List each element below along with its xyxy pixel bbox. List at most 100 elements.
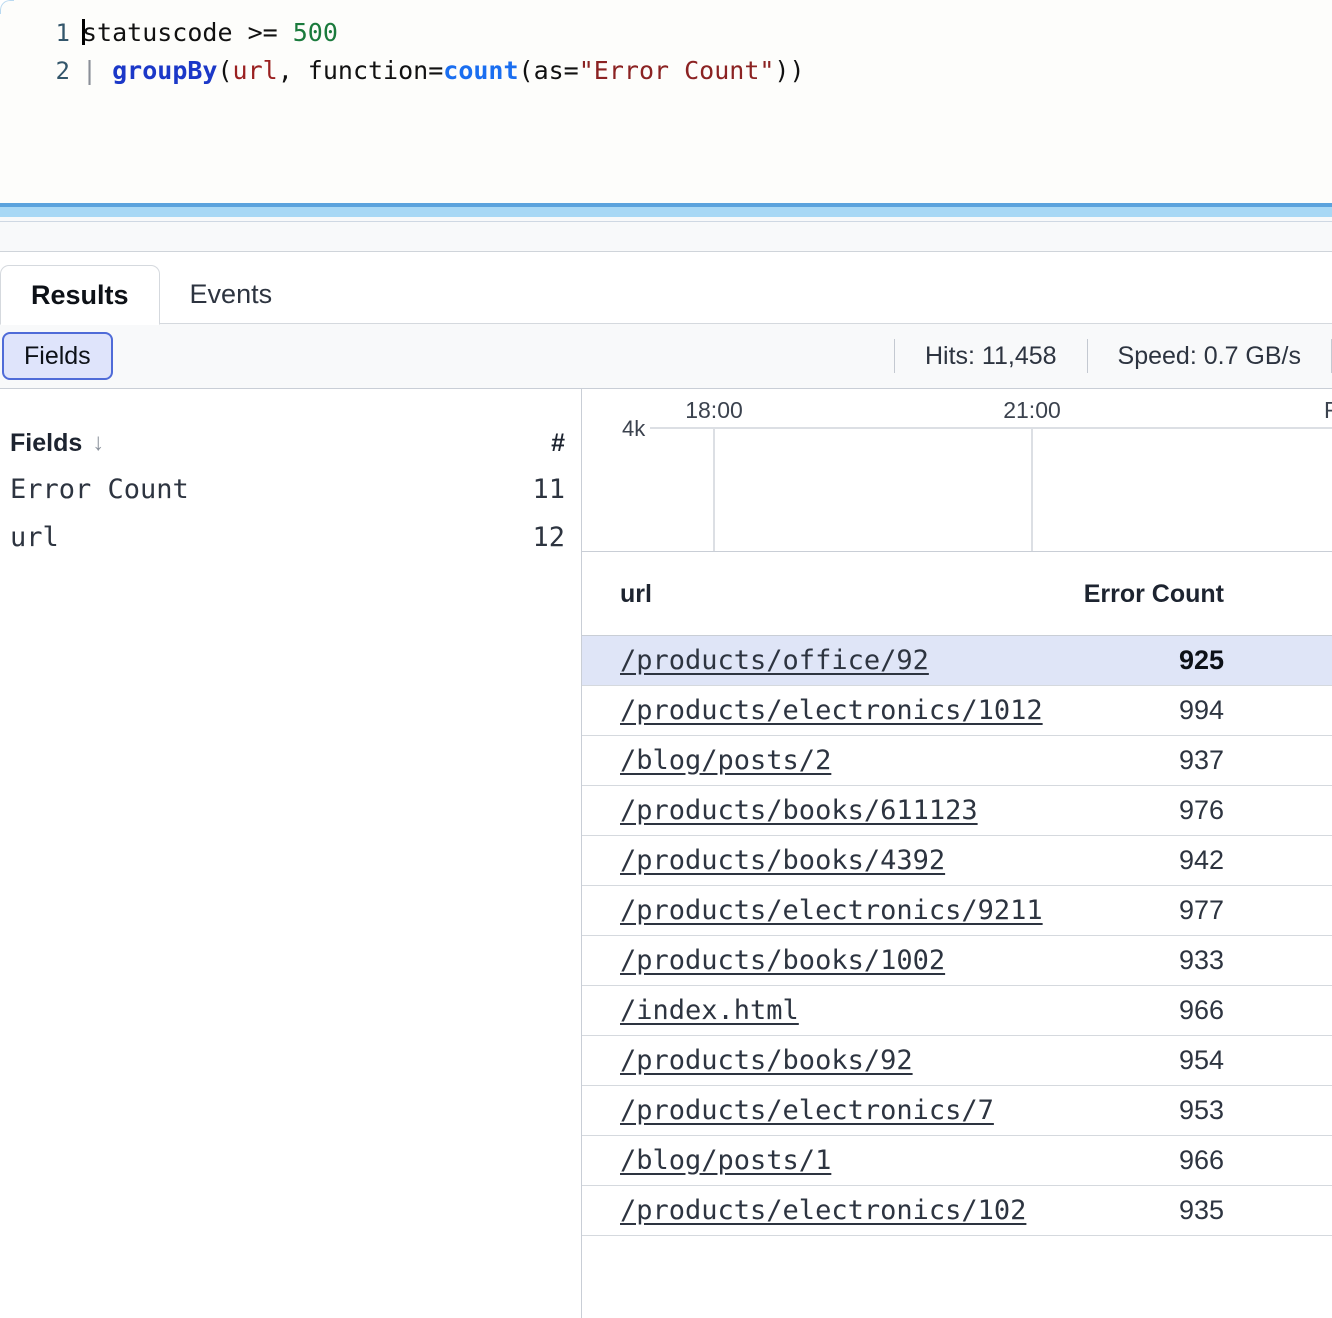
cell-error-count: 937 [1012,735,1332,786]
table-row[interactable]: /products/books/4392 942 [582,835,1332,886]
results-table-body: /products/office/92 925/products/electron… [582,635,1332,1236]
cell-url: /products/electronics/7 [582,1085,1012,1136]
table-row[interactable]: /products/books/1002 933 [582,935,1332,986]
code-text: statuscode >= 500 [82,14,338,51]
results-panel: 4k 18:00 21:00 F url Error Count [582,389,1332,1318]
code-line[interactable]: 2| groupBy(url, function=count(as="Error… [0,52,1332,90]
cell-error-count: 977 [1012,885,1332,936]
cell-error-count: 994 [1012,685,1332,736]
results-table-wrapper[interactable]: url Error Count /products/office/92 925/p… [582,552,1332,1318]
table-row[interactable]: /index.html 966 [582,985,1332,1036]
cell-url: /products/books/1002 [582,935,1012,986]
table-row[interactable]: /products/office/92 925 [582,635,1332,686]
cell-error-count: 942 [1012,835,1332,886]
code-token-plain: ( [217,56,233,85]
chart-x-tick-label: 21:00 [1003,397,1061,423]
fields-toggle-button[interactable]: Fields [2,332,113,380]
url-link[interactable]: /products/books/92 [620,1045,913,1076]
column-header-error-count[interactable]: Error Count [1012,552,1332,636]
results-table: url Error Count /products/office/92 925/p… [582,552,1332,1236]
field-name: url [10,521,59,553]
table-row[interactable]: /products/books/611123 976 [582,785,1332,836]
code-token-fn: count [443,56,519,85]
query-stats: Hits: 11,458 Speed: 0.7 GB/s [893,324,1332,388]
url-link[interactable]: /products/books/4392 [620,845,946,876]
url-link[interactable]: /products/books/1002 [620,945,946,976]
url-link[interactable]: /products/electronics/102 [620,1195,1027,1226]
field-name: Error Count [10,473,189,505]
code-text: | groupBy(url, function=count(as="Error … [82,52,805,89]
speed-stat: Speed: 0.7 GB/s [1117,341,1301,370]
url-link[interactable]: /products/books/611123 [620,795,978,826]
results-tabbar: Results Events [0,252,1332,325]
cell-error-count: 933 [1012,935,1332,986]
cell-url: /blog/posts/2 [582,735,1012,786]
editor-bottom-strip [0,217,1332,221]
editor-focus-underline [0,203,1332,207]
chart-vertical-gridline [713,428,715,551]
url-link[interactable]: /products/electronics/7 [620,1095,994,1126]
editor-results-divider [0,222,1332,252]
chart-vertical-gridline [1031,428,1033,551]
url-link[interactable]: /products/electronics/9211 [620,895,1043,926]
cell-url: /products/books/611123 [582,785,1012,836]
cell-error-count: 953 [1012,1085,1332,1136]
editor-corner-accent [0,0,14,14]
cell-url: /index.html [582,985,1012,1036]
url-link[interactable]: /blog/posts/2 [620,745,832,776]
code-token-kw: groupBy [112,56,218,85]
cell-error-count: 976 [1012,785,1332,836]
cell-error-count: 925 [1012,635,1332,686]
code-token-str: "Error Count" [578,56,775,85]
chart-horizontal-gridline [650,427,1332,429]
stats-separator [1086,339,1088,373]
url-link[interactable]: /products/office/92 [620,645,929,676]
cell-url: /products/electronics/102 [582,1185,1026,1236]
cell-url: /products/electronics/9211 [582,885,1043,936]
hits-stat: Hits: 11,458 [924,341,1057,370]
table-row[interactable]: /products/electronics/7 953 [582,1085,1332,1136]
table-header-row: url Error Count [582,552,1332,636]
url-link[interactable]: /products/electronics/1012 [620,695,1043,726]
code-token-pipe: | [82,56,113,85]
code-token-field: url [232,56,278,85]
stats-separator [893,339,895,373]
cell-url: /blog/posts/1 [582,1135,1012,1186]
tab-results[interactable]: Results [0,265,160,325]
column-header-url[interactable]: url [582,552,1012,636]
code-line[interactable]: 1 statuscode >= 500 [0,14,1332,52]
cell-url: /products/office/92 [582,635,1012,686]
tab-events[interactable]: Events [160,264,303,324]
chart-y-tick-label: 4k [622,416,646,441]
code-token-plain: statuscode [82,18,248,47]
url-link[interactable]: /blog/posts/1 [620,1145,832,1176]
timeline-chart[interactable]: 4k 18:00 21:00 F [582,389,1332,552]
editor-focus-glow [0,207,1332,217]
fields-panel-header[interactable]: Fields ↓ # [0,421,581,465]
cell-error-count: 966 [1012,985,1332,1036]
text-cursor [82,19,85,45]
line-number: 2 [55,57,70,85]
field-count: 12 [532,521,565,553]
cell-url: /products/books/92 [582,1035,1012,1086]
field-list-item[interactable]: url 12 [0,513,581,561]
cell-error-count: 935 [1012,1185,1332,1236]
table-row[interactable]: /blog/posts/2 937 [582,735,1332,786]
code-token-plain: (as= [518,56,579,85]
url-link[interactable]: /index.html [620,995,799,1026]
sort-descending-icon[interactable]: ↓ [92,429,105,456]
line-number: 1 [55,19,70,47]
cell-url: /products/books/4392 [582,835,1012,886]
